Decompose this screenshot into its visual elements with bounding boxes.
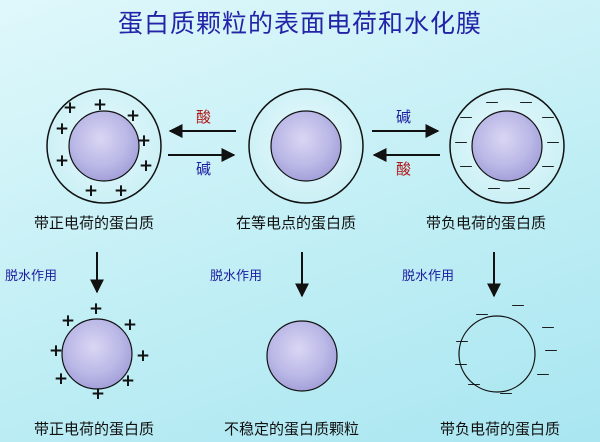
minus-charge: — [542,110,555,125]
plus-charge: + [126,106,140,126]
minus-charge: — [455,357,468,372]
plus-charge: + [54,369,68,389]
base-label-left: 碱 [196,160,212,178]
minus-charge: — [476,307,489,322]
dehydration-label-right: 脱水作用 [402,269,455,284]
particle-top-center [270,110,342,182]
particle-top-left [68,110,140,182]
plus-charge: + [63,98,77,118]
base-label-right: 碱 [396,108,412,126]
minus-charge: — [468,377,481,392]
minus-charge: — [542,159,555,174]
minus-charge: — [542,320,555,335]
plus-charge: + [139,156,153,176]
minus-charge: — [486,95,499,110]
label-negative-protein-bottom: 带负电荷的蛋白质 [440,420,561,438]
dehydration-label-center: 脱水作用 [210,269,263,284]
minus-charge: — [455,135,468,150]
plus-charge: + [61,311,75,331]
minus-charge: — [500,386,513,401]
diagram-title: 蛋白质颗粒的表面电荷和水化膜 [117,9,482,38]
positive-charges-top-left: + + + + + + + + + [55,95,153,201]
minus-charge: — [460,159,473,174]
minus-charge: — [547,135,560,150]
plus-charge: + [136,346,150,366]
plus-charge: + [84,181,98,201]
label-unstable-particle: 不稳定的蛋白质颗粒 [224,420,360,438]
minus-charge: — [456,334,469,349]
minus-charge: — [520,95,533,110]
plus-charge: + [137,131,151,151]
label-isoelectric-protein: 在等电点的蛋白质 [236,214,357,232]
minus-charge: — [460,110,473,125]
acid-label-left: 酸 [196,108,212,126]
plus-charge: + [93,95,107,115]
acid-label-right: 酸 [396,160,412,178]
plus-charge: + [55,119,69,139]
plus-charge: + [55,151,69,171]
negative-charges-top-right: — — — — — — — — — — [455,95,560,196]
label-negative-protein-top: 带负电荷的蛋白质 [426,214,547,232]
plus-charge: + [123,315,137,335]
minus-charge: — [545,343,558,358]
particle-bottom-left [61,318,133,390]
label-positive-protein-bottom: 带正电荷的蛋白质 [34,420,155,438]
label-positive-protein-top: 带正电荷的蛋白质 [34,214,155,232]
particle-bottom-right [458,315,536,393]
minus-charge: — [512,298,525,313]
plus-charge: + [91,384,105,404]
positive-charges-bottom-left: + + + + + + + + [49,299,150,404]
negative-charges-bottom-right: — — — — — — — — — [455,298,558,401]
minus-charge: — [518,181,531,196]
minus-charge: — [537,367,550,382]
minus-charge: — [488,181,501,196]
particle-bottom-center [266,320,338,392]
plus-charge: + [114,181,128,201]
plus-charge: + [49,341,63,361]
plus-charge: + [121,371,135,391]
plus-charge: + [89,299,103,319]
dehydration-label-left: 脱水作用 [5,269,58,284]
particle-top-right [471,110,543,182]
